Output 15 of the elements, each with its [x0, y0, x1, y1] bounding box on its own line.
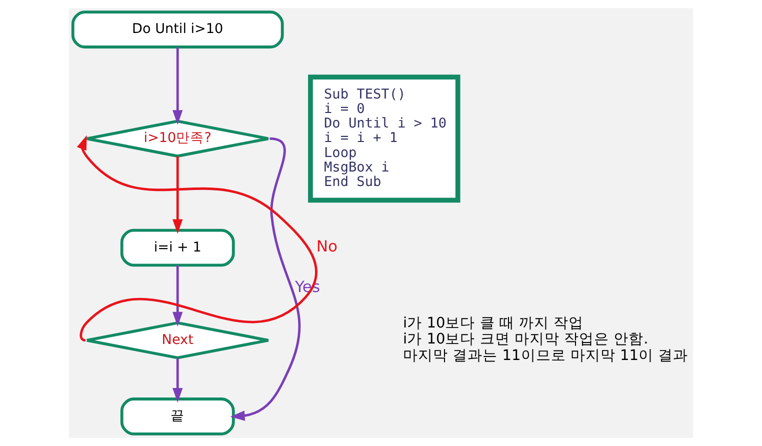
arrow — [76, 135, 318, 342]
node-box: 끝 — [120, 398, 235, 436]
arrow — [172, 265, 183, 326]
label: i가 10보다 클 때 까지 작업 — [403, 315, 584, 332]
label: i가 10보다 크면 마지막 작업은 안함. — [403, 332, 648, 348]
node-diamond: i>10만족? — [85, 120, 270, 158]
node-box: Do Until i>10 — [71, 10, 284, 48]
arrow — [172, 47, 183, 125]
node-box: i=i + 1 — [120, 228, 235, 267]
arrow — [172, 156, 183, 234]
arrow — [172, 358, 183, 403]
label: 마지막 결과는 11이므로 마지막 11이 결과 — [403, 348, 688, 364]
edge-label: No — [316, 237, 338, 256]
node-diamond: Next — [85, 321, 270, 360]
node-box: Sub TEST() i = 0 Do Until i > 10 i = i + 1 Loop MsgBox i End Sub — [308, 74, 460, 203]
